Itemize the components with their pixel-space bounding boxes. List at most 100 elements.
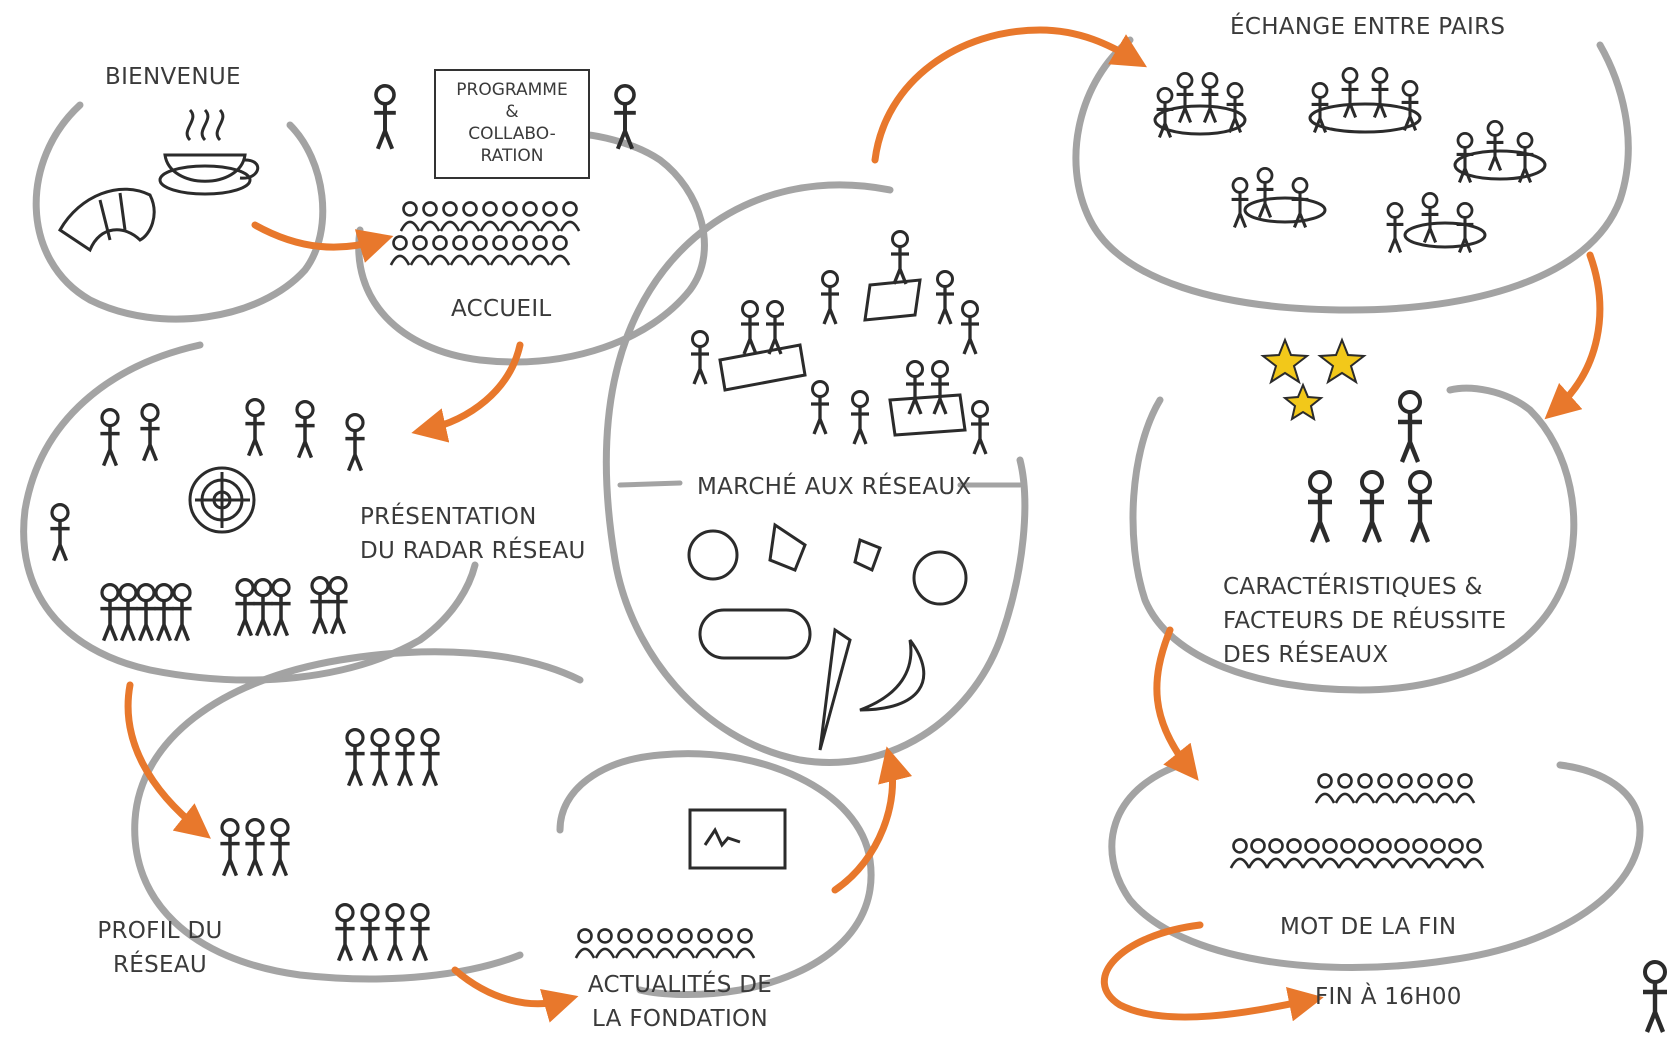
closing-person	[1283, 838, 1305, 870]
loop-mot-fin	[1108, 761, 1644, 971]
closing-person	[1374, 773, 1396, 805]
closing-person	[1434, 773, 1456, 805]
closing-person	[1427, 838, 1449, 870]
closing-person	[1355, 838, 1377, 870]
market-person	[691, 332, 709, 385]
loop-bienvenue	[32, 101, 327, 323]
crowd-person	[409, 235, 431, 267]
walking-figure-icon	[1643, 962, 1667, 1032]
standing-person	[233, 577, 257, 638]
crowd-person	[479, 201, 501, 233]
closing-person	[1337, 838, 1359, 870]
loop-caracteristiques	[1129, 384, 1578, 694]
crowd-person	[449, 235, 471, 267]
audience-person	[674, 928, 696, 960]
crowd-person	[429, 235, 451, 267]
coffee-cup-icon	[158, 108, 259, 196]
closing-person	[1445, 838, 1467, 870]
label-fin: FIN À 16H00	[1315, 984, 1462, 1010]
food-icon	[687, 522, 968, 751]
table-group-icon	[691, 232, 989, 455]
arrow-bienvenue-accueil	[251, 221, 394, 263]
profile-person	[343, 727, 367, 788]
peer-person	[1257, 168, 1274, 217]
profile-person	[333, 902, 357, 963]
label-caracteristiques: CARACTÉRISTIQUES & FACTEURS DE RÉUSSITE …	[1223, 570, 1506, 672]
label-actualites-line-1: ACTUALITÉS DE	[587, 972, 773, 998]
profile-person	[393, 727, 417, 788]
market-person	[851, 392, 869, 445]
crowd-person	[499, 201, 521, 233]
loop-marche	[602, 181, 1029, 766]
market-person	[936, 272, 954, 325]
crowd-person	[529, 235, 551, 267]
peer-person	[1372, 68, 1389, 117]
market-person	[906, 362, 924, 415]
arrow-presentation-profil	[124, 681, 211, 839]
closing-person	[1301, 838, 1323, 870]
profile-person	[418, 727, 442, 788]
profile-person	[218, 817, 242, 878]
label-presentation-line-2: DU RADAR RÉSEAU	[360, 538, 586, 564]
standing-person	[138, 402, 162, 463]
loop-marche-divider	[617, 480, 1023, 488]
crowd-person	[549, 235, 571, 267]
label-accueil: ACCUEIL	[451, 296, 552, 322]
standing-person	[243, 397, 267, 458]
presentation-people-icon	[48, 397, 367, 643]
audience-icon	[574, 928, 756, 960]
programme-line-1: PROGRAMME	[456, 80, 568, 100]
crowd-person	[459, 201, 481, 233]
crowd-person	[469, 235, 491, 267]
standing-person	[308, 575, 332, 636]
market-person	[931, 362, 949, 415]
standing-person	[98, 407, 122, 468]
peer-groups-icon	[1153, 68, 1547, 252]
peer-person	[1177, 73, 1194, 122]
label-presentation: PRÉSENTATION DU RADAR RÉSEAU	[360, 500, 586, 568]
label-caracteristiques-line-3: DES RÉSEAUX	[1223, 642, 1389, 668]
arrow-profil-actualites	[451, 966, 579, 1023]
crowd-person	[559, 201, 581, 233]
closing-person	[1319, 838, 1341, 870]
peer-person	[1387, 203, 1404, 252]
crowd-person	[489, 235, 511, 267]
profile-person	[368, 727, 392, 788]
label-caracteristiques-line-2: FACTEURS DE RÉUSSITE	[1223, 608, 1507, 634]
success-person	[1308, 472, 1332, 542]
label-mot-fin: MOT DE LA FIN	[1280, 914, 1457, 940]
closing-person	[1229, 838, 1251, 870]
arrow-actualites-marche	[831, 746, 913, 894]
loop-actualites	[556, 750, 875, 999]
standing-person	[293, 399, 317, 460]
arrow-echange-caracteristiques	[1544, 251, 1604, 420]
closing-person	[1334, 773, 1356, 805]
people-crowd-icon	[389, 201, 581, 267]
profil-people-icon	[218, 727, 442, 963]
closing-person	[1391, 838, 1413, 870]
standing-person	[48, 502, 72, 563]
crowd-person	[509, 235, 531, 267]
crowd-person	[399, 201, 421, 233]
crowd-person	[419, 201, 441, 233]
market-person	[891, 232, 909, 285]
stars-icon	[1260, 337, 1367, 422]
label-actualites: ACTUALITÉS DE LA FONDATION	[575, 968, 785, 1036]
profile-person	[358, 902, 382, 963]
standing-person	[152, 582, 176, 643]
arrow-caracteristiques-mot	[1153, 626, 1199, 781]
label-presentation-line-1: PRÉSENTATION	[360, 504, 537, 530]
closing-person	[1454, 773, 1476, 805]
closing-person	[1409, 838, 1431, 870]
label-caracteristiques-line-1: CARACTÉRISTIQUES &	[1223, 574, 1483, 600]
standing-person	[343, 412, 367, 473]
audience-person	[694, 928, 716, 960]
croissant-icon	[58, 187, 156, 253]
profile-person	[268, 817, 292, 878]
label-actualites-line-2: LA FONDATION	[592, 1006, 768, 1032]
peer-person	[1342, 68, 1359, 117]
audience-person	[594, 928, 616, 960]
arrow-accueil-presentation	[411, 341, 524, 443]
closing-person	[1463, 838, 1485, 870]
